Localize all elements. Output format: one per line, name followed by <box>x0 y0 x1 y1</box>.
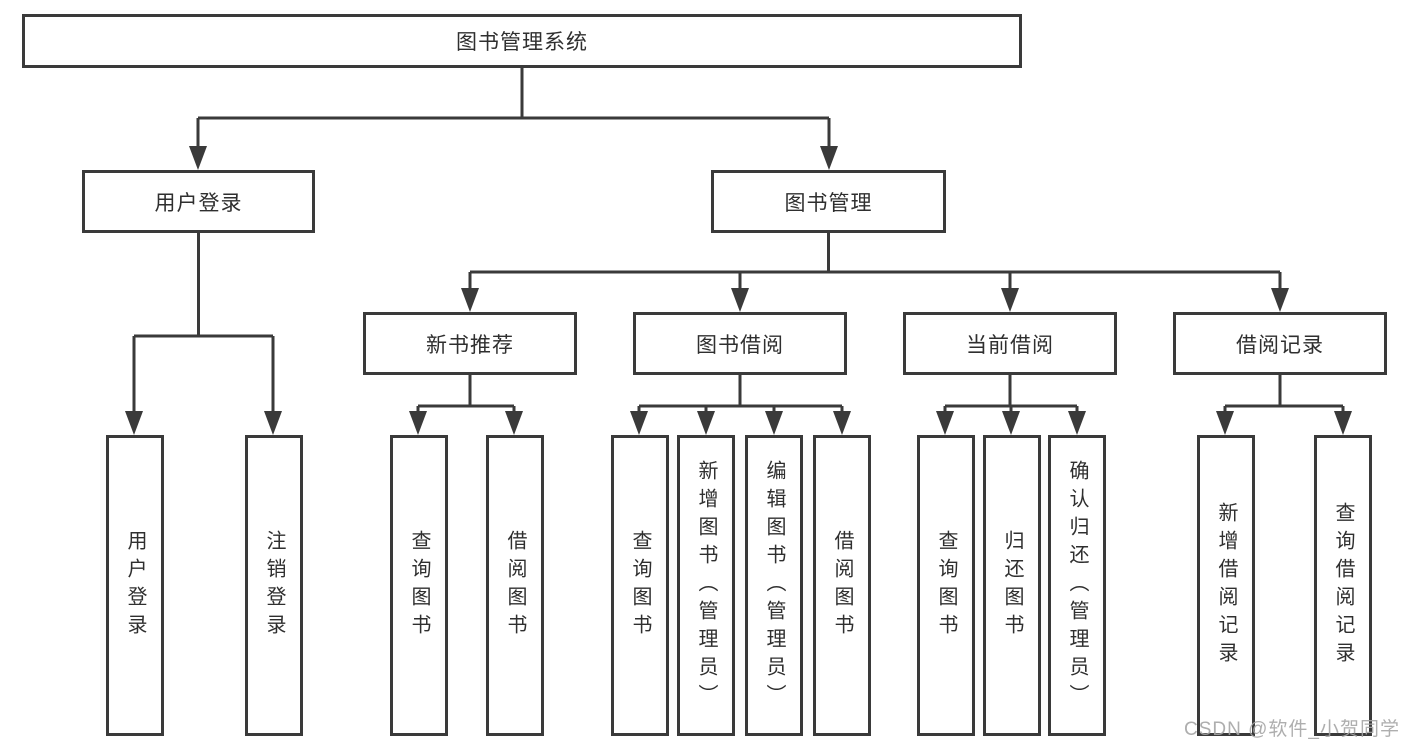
csdn-watermark: CSDN @软件_小贺同学 <box>1184 719 1400 740</box>
leaf-add-borrow-record: 新增借阅记录 <box>1197 435 1255 736</box>
leaf-confirm-return-admin: 确认归还（管理员） <box>1048 435 1106 736</box>
node-borrow-records: 借阅记录 <box>1173 312 1387 375</box>
leaf-query-book-2: 查询图书 <box>611 435 669 736</box>
leaf-label: 注销登录 <box>263 529 285 642</box>
leaf-user-login: 用户登录 <box>106 435 164 736</box>
node-new-book-recommend: 新书推荐 <box>363 312 577 375</box>
arrowhead-icon <box>731 288 749 312</box>
leaf-query-borrow-record: 查询借阅记录 <box>1314 435 1372 736</box>
node-current-borrow: 当前借阅 <box>903 312 1117 375</box>
arrowhead-icon <box>505 411 523 435</box>
arrowhead-icon <box>1334 411 1352 435</box>
leaf-label: 查询借阅记录 <box>1332 501 1354 670</box>
leaf-label: 归还图书 <box>1001 529 1023 642</box>
leaf-label: 新增图书（管理员） <box>695 459 717 712</box>
leaf-add-book-admin: 新增图书（管理员） <box>677 435 735 736</box>
leaf-query-book-3: 查询图书 <box>917 435 975 736</box>
arrowhead-icon <box>630 411 648 435</box>
leaf-label: 查询图书 <box>935 529 957 642</box>
leaf-label: 查询图书 <box>408 529 430 642</box>
arrowhead-icon <box>697 411 715 435</box>
arrowhead-icon <box>461 288 479 312</box>
arrowhead-icon <box>264 411 282 435</box>
arrowhead-icon <box>125 411 143 435</box>
node-user-login: 用户登录 <box>82 170 315 233</box>
leaf-edit-book-admin: 编辑图书（管理员） <box>745 435 803 736</box>
arrowhead-icon <box>833 411 851 435</box>
arrowhead-icon <box>820 146 838 170</box>
leaf-label: 确认归还（管理员） <box>1066 459 1088 712</box>
arrowhead-icon <box>765 411 783 435</box>
arrowhead-icon <box>1002 411 1020 435</box>
leaf-borrow-book-1: 借阅图书 <box>486 435 544 736</box>
node-book-borrow: 图书借阅 <box>633 312 847 375</box>
leaf-label: 编辑图书（管理员） <box>763 459 785 712</box>
node-root: 图书管理系统 <box>22 14 1022 68</box>
arrowhead-icon <box>189 146 207 170</box>
leaf-logout: 注销登录 <box>245 435 303 736</box>
arrowhead-icon <box>1216 411 1234 435</box>
leaf-label: 查询图书 <box>629 529 651 642</box>
node-book-management: 图书管理 <box>711 170 946 233</box>
arrowhead-icon <box>936 411 954 435</box>
leaf-borrow-book-2: 借阅图书 <box>813 435 871 736</box>
arrowhead-icon <box>1068 411 1086 435</box>
leaf-return-book: 归还图书 <box>983 435 1041 736</box>
arrowhead-icon <box>409 411 427 435</box>
leaf-label: 用户登录 <box>124 529 146 642</box>
leaf-label: 新增借阅记录 <box>1215 501 1237 670</box>
leaf-label: 借阅图书 <box>504 529 526 642</box>
leaf-label: 借阅图书 <box>831 529 853 642</box>
arrowhead-icon <box>1001 288 1019 312</box>
leaf-query-book-1: 查询图书 <box>390 435 448 736</box>
arrowhead-icon <box>1271 288 1289 312</box>
